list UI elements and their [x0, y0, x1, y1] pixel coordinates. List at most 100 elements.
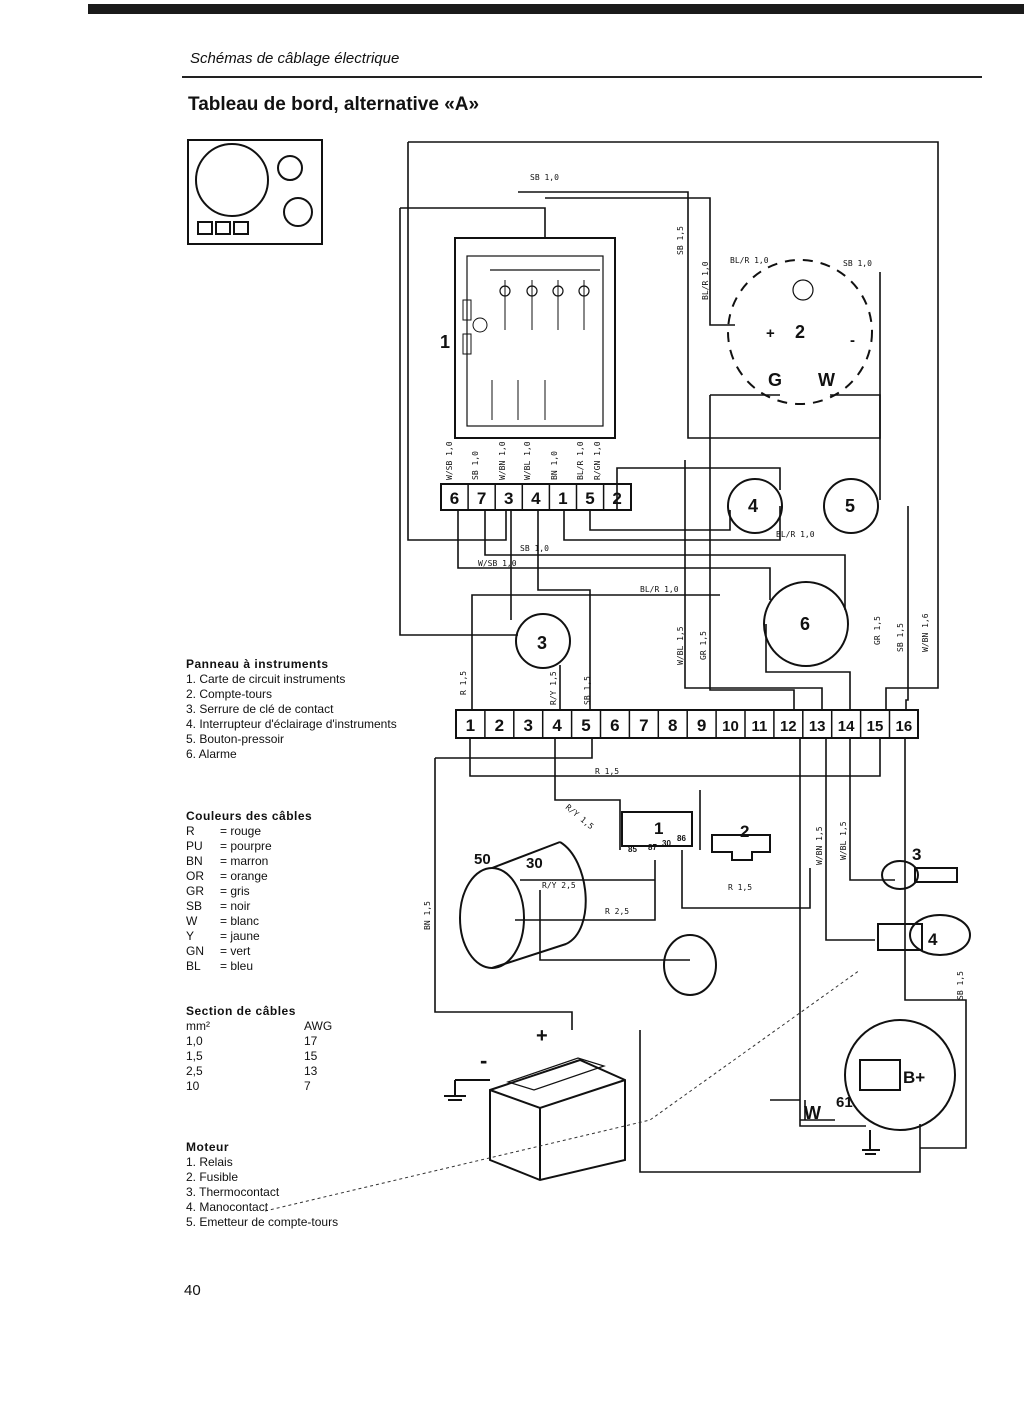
- starter-motor-end: [459, 867, 525, 969]
- label-relay: 1: [654, 819, 663, 838]
- pressure-switch: [909, 914, 971, 956]
- page-title: Tableau de bord, alternative «A»: [188, 94, 480, 115]
- color-name: = noir: [220, 899, 251, 913]
- wire-label: R 1,5: [459, 671, 468, 695]
- color-code: GN: [186, 944, 204, 958]
- relay-pin-85: 85: [628, 845, 637, 854]
- wire-label: SB 1,5: [583, 676, 592, 705]
- wire-label: GR 1,5: [699, 631, 708, 660]
- color-code: SB: [186, 899, 203, 913]
- alt-w: W: [804, 1103, 821, 1123]
- wire-label: W/SB 1,0: [478, 559, 517, 568]
- bottom-terminal-6: 6: [610, 716, 619, 735]
- colors-legend: Couleurs des câbles R= rouge PU= pourpre…: [186, 809, 312, 974]
- panel-legend-item: 6. Alarme: [186, 747, 237, 761]
- bottom-terminal-14: 14: [838, 718, 855, 735]
- wire-label: W/BL 1,0: [523, 441, 532, 480]
- label-alarm: 6: [800, 614, 810, 634]
- color-name: = gris: [220, 884, 250, 898]
- color-code: Y: [186, 929, 195, 943]
- wire-label: SB 1,5: [676, 226, 685, 255]
- top-terminal-strip: [440, 483, 632, 511]
- relay-pin-87: 87: [648, 843, 657, 852]
- engine-legend: Moteur 1. Relais 2. Fusible 3. Thermocon…: [186, 1140, 338, 1230]
- wire-label: R/GN 1,0: [593, 441, 602, 480]
- wire-label: SB 1,0: [520, 544, 549, 553]
- battery: [489, 1058, 626, 1182]
- tacho-g: G: [768, 370, 782, 390]
- bottom-terminal-10: 10: [722, 718, 739, 735]
- wire-label: R/Y 1,5: [564, 803, 596, 832]
- wire-label: W/SB 1,0: [445, 441, 454, 480]
- bottom-terminal-8: 8: [668, 716, 677, 735]
- bottom-terminal-3: 3: [523, 716, 532, 735]
- bottom-terminal-16: 16: [896, 718, 913, 735]
- engine-legend-item: 5. Emetteur de compte-tours: [186, 1215, 339, 1229]
- section-header: Schémas de câblage électrique: [190, 50, 400, 67]
- wire-label: BL/R 1,0: [701, 261, 710, 300]
- wire-label: SB 1,5: [896, 623, 905, 652]
- wire-label: SB 1,0: [843, 259, 872, 268]
- panel-thumbnail: [187, 139, 323, 245]
- section-col-awg: AWG: [304, 1019, 333, 1033]
- wire-label: W/BN 1,6: [921, 613, 930, 652]
- color-code: GR: [186, 884, 204, 898]
- wire-label: R/Y 1,5: [549, 671, 558, 705]
- bottom-terminal-15: 15: [867, 718, 884, 735]
- section-cell: 1,0: [186, 1034, 203, 1048]
- alternator: [844, 1019, 956, 1131]
- label-thermo-switch: 3: [912, 845, 921, 864]
- panel-legend-item: 3. Serrure de clé de contact: [186, 702, 334, 716]
- color-code: BL: [186, 959, 201, 973]
- fuse: [711, 834, 771, 861]
- thumbnail-gauge: [195, 143, 269, 217]
- label-push-button: 5: [845, 496, 855, 516]
- top-terminal-3: 3: [504, 489, 513, 508]
- section-cell: 7: [304, 1079, 311, 1093]
- bottom-terminal-7: 7: [639, 716, 648, 735]
- relay-pin-30: 30: [662, 839, 671, 848]
- thumbnail-switch: [283, 197, 313, 227]
- panel-legend-item: 1. Carte de circuit instruments: [186, 672, 346, 686]
- color-name: = marron: [220, 854, 269, 868]
- top-terminal-2: 2: [612, 489, 621, 508]
- wire-label: W/BN 1,5: [815, 826, 824, 865]
- wire-label: W/BL 1,5: [676, 626, 685, 665]
- wire-label: GR 1,5: [873, 616, 882, 645]
- light-switch: [727, 478, 783, 534]
- alt-b-plus: B+: [903, 1068, 925, 1087]
- section-cell: 13: [304, 1064, 318, 1078]
- label-pressure-switch: 4: [928, 930, 938, 949]
- bottom-terminal-2: 2: [495, 716, 504, 735]
- color-code: BN: [186, 854, 203, 868]
- colors-legend-heading: Couleurs des câbles: [186, 809, 313, 823]
- relay-pin-86: 86: [677, 834, 686, 843]
- wire-label: BN 1,0: [550, 451, 559, 480]
- circuit-board: [454, 237, 616, 439]
- color-name: = bleu: [220, 959, 254, 973]
- color-name: = vert: [220, 944, 251, 958]
- panel-legend-item: 2. Compte-tours: [186, 687, 273, 701]
- bottom-terminal-13: 13: [809, 718, 826, 735]
- tacho-w: W: [818, 370, 835, 390]
- thumbnail-knob: [277, 155, 303, 181]
- engine-legend-item: 1. Relais: [186, 1155, 233, 1169]
- top-terminal-7: 7: [477, 489, 486, 508]
- label-fuse: 2: [740, 822, 749, 841]
- color-name: = rouge: [220, 824, 262, 838]
- bottom-terminal-4: 4: [552, 716, 562, 735]
- color-name: = jaune: [220, 929, 260, 943]
- label-key-switch: 3: [537, 633, 547, 653]
- battery-minus: -: [480, 1048, 487, 1073]
- wire-label: BL/R 1,0: [576, 441, 585, 480]
- color-code: PU: [186, 839, 203, 853]
- color-code: W: [186, 914, 198, 928]
- panel-legend-item: 4. Interrupteur d'éclairage d'instrument…: [186, 717, 397, 731]
- color-code: R: [186, 824, 195, 838]
- wire-label: W/BL 1,5: [839, 821, 848, 860]
- wire-label: SB 1,0: [530, 173, 559, 182]
- color-name: = blanc: [220, 914, 260, 928]
- top-terminal-6: 6: [450, 489, 459, 508]
- section-cell: 2,5: [186, 1064, 203, 1078]
